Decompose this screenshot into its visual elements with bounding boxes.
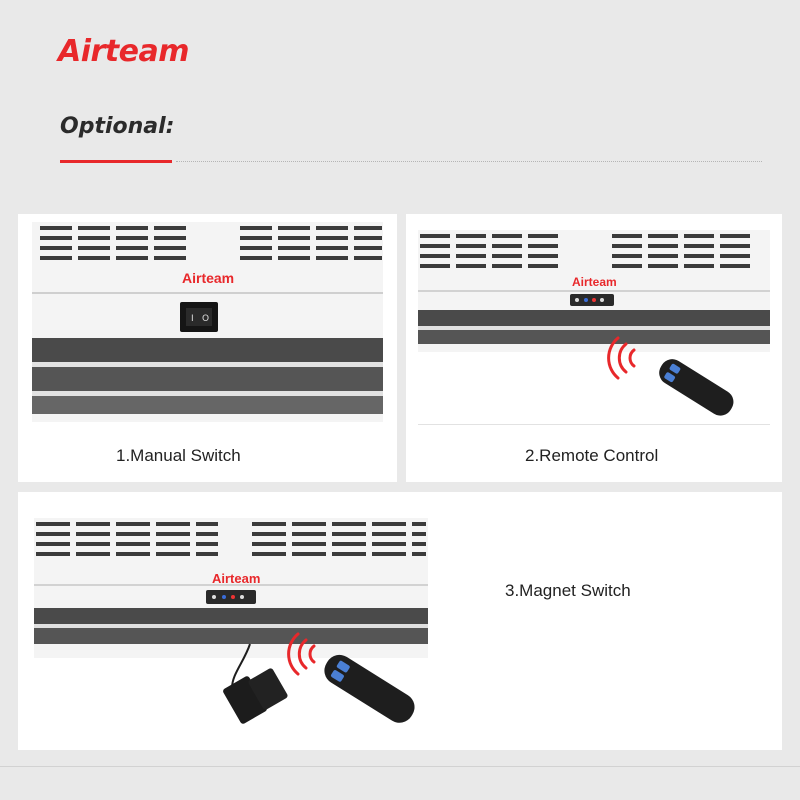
brand-logo: Airteam [58, 34, 190, 69]
option-label-manual-switch: 1.Manual Switch [116, 446, 241, 465]
magnet-switch-image [34, 518, 428, 724]
magnet-switch-icon [223, 668, 288, 724]
manual-switch-image: I O [32, 222, 383, 422]
signal-waves-icon [607, 336, 636, 380]
unit-logo: Airteam [212, 571, 261, 586]
svg-text:O: O [202, 314, 209, 324]
bottom-divider [0, 766, 800, 767]
top-grille [40, 226, 382, 260]
title-underline [60, 160, 172, 163]
remote-control-icon [659, 359, 734, 416]
remote-control-icon [324, 654, 415, 723]
unit-logo: Airteam [182, 270, 235, 286]
signal-waves-icon [287, 632, 316, 676]
dotted-divider [176, 161, 762, 162]
option-label-magnet-switch: 3.Magnet Switch [505, 581, 631, 600]
remote-control-image [418, 230, 770, 425]
section-title: Optional: [60, 114, 175, 139]
option-label-remote-control: 2.Remote Control [525, 446, 659, 465]
option-card-magnet-switch: Airteam 3.Magnet Switch [18, 492, 782, 750]
option-card-remote-control: Airteam 2.Remote Control [406, 214, 782, 482]
svg-text:I: I [191, 314, 194, 324]
option-card-manual-switch: I O Airteam 1.Manual Switch [18, 214, 397, 482]
unit-logo: Airteam [572, 275, 617, 289]
